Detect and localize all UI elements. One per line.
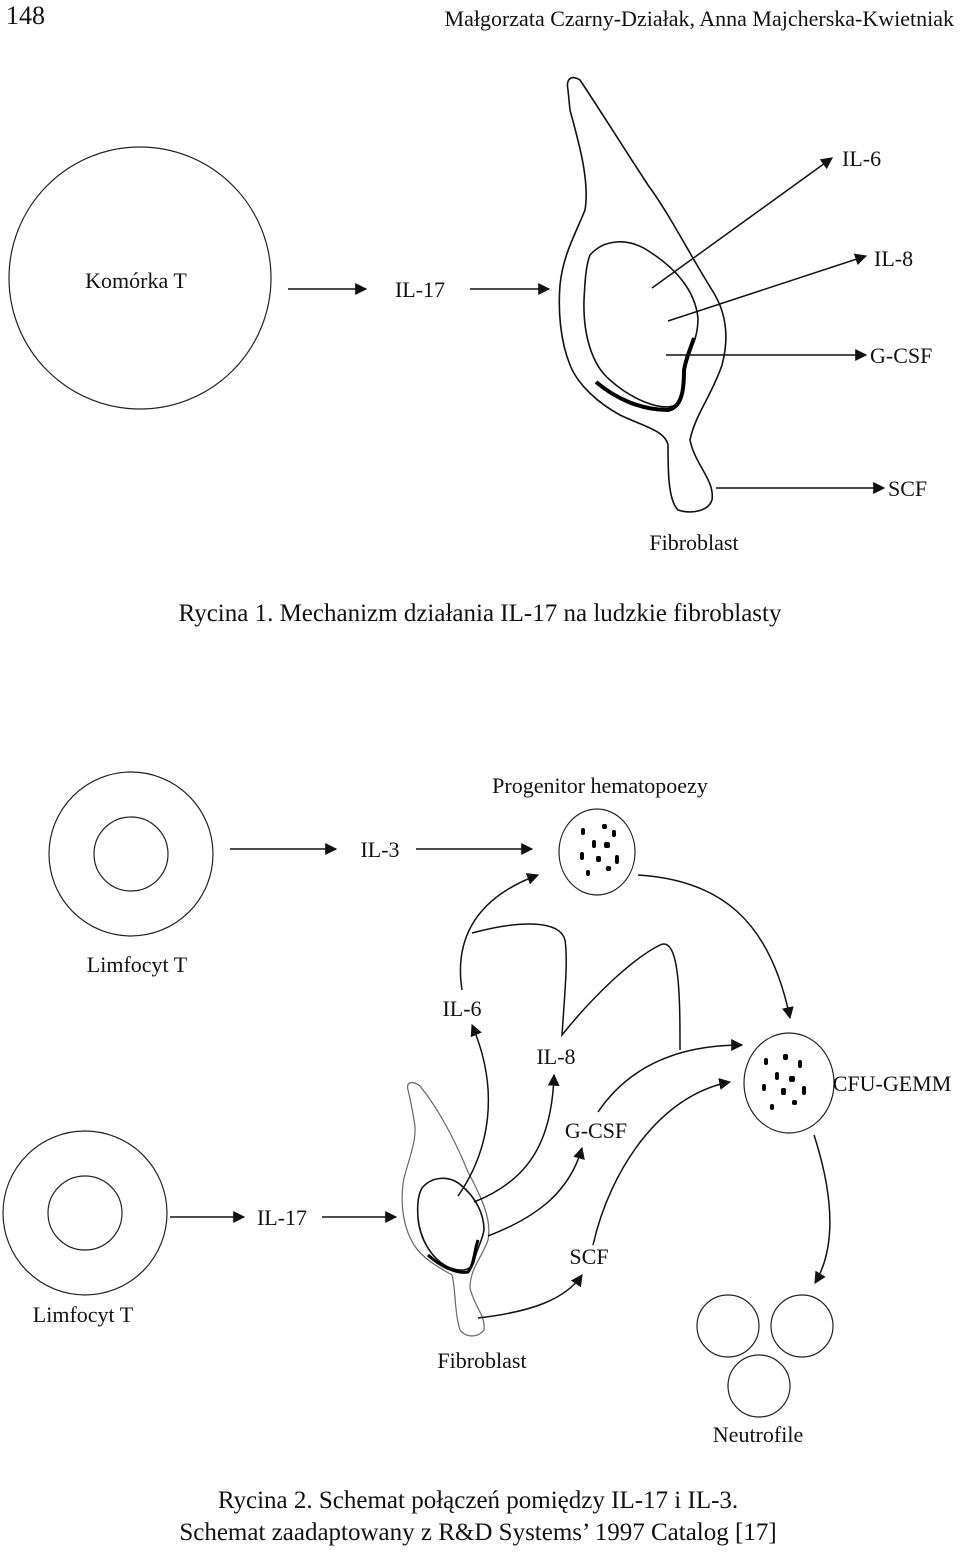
arrow-il8 xyxy=(667,253,868,322)
il8-loop-curve xyxy=(471,923,681,1051)
t-cell-circle xyxy=(8,146,272,410)
progenitor-cell xyxy=(558,808,636,896)
il17-label-fig2: IL-17 xyxy=(257,1205,307,1230)
fibroblast-label: Fibroblast xyxy=(649,530,738,555)
figure-2-caption-line2: Schemat zaadaptowany z R&D Systems’ 1997… xyxy=(179,1519,776,1546)
output-scf: SCF xyxy=(888,476,927,501)
arrow-il8-to-cfu xyxy=(597,1039,744,1113)
arrow-progenitor-to-cfu xyxy=(637,874,794,1020)
scf-label: SCF xyxy=(569,1244,608,1269)
il8-label: IL-8 xyxy=(536,1044,575,1069)
lymphocyte-bottom-nucleus xyxy=(47,1175,123,1251)
lymphocyte-bottom-label: Limfocyt T xyxy=(33,1302,134,1327)
running-header-authors: Małgorzata Czarny-Działak, Anna Majchers… xyxy=(445,6,954,31)
lymphocyte-bottom-outer xyxy=(2,1130,168,1296)
neutrophil-1 xyxy=(696,1294,760,1358)
lymphocyte-top-outer xyxy=(48,771,214,937)
figure-2: Progenitor hematopoezy Limfocyt T IL-3 I… xyxy=(2,771,952,1546)
output-il6: IL-6 xyxy=(842,146,881,171)
progenitor-label: Progenitor hematopoezy xyxy=(492,773,708,798)
lymphocyte-top-nucleus xyxy=(93,816,169,892)
il3-label: IL-3 xyxy=(360,837,399,862)
cfu-gemm-label: CFU-GEMM xyxy=(833,1071,952,1096)
figure-2-caption-line1: Rycina 2. Schemat połączeń pomiędzy IL-1… xyxy=(218,1487,738,1514)
t-cell-label: Komórka T xyxy=(85,268,187,293)
gcsf-label: G-CSF xyxy=(565,1118,627,1143)
arrow-scf-to-cfu xyxy=(592,1078,732,1246)
arrow-fibroblast-to-il6 xyxy=(457,1023,490,1197)
arrow-cfu-to-neutrophils xyxy=(813,1134,831,1285)
arrow-fibroblast-to-scf xyxy=(477,1274,583,1319)
fibroblast-cell-fig2 xyxy=(401,1081,490,1337)
neutrophils-label: Neutrofile xyxy=(713,1422,803,1447)
il6-label: IL-6 xyxy=(442,996,481,1021)
arrow-fibroblast-to-il8 xyxy=(473,1073,560,1203)
cfu-gemm-cell xyxy=(743,1032,835,1134)
fibroblast-label-fig2: Fibroblast xyxy=(437,1348,526,1373)
arrow-il6-to-progenitor xyxy=(459,873,540,991)
page-number: 148 xyxy=(6,1,45,30)
arrow-fibroblast-to-gcsf xyxy=(487,1146,585,1237)
output-gcsf: G-CSF xyxy=(870,343,932,368)
fibroblast-cell xyxy=(558,76,727,513)
output-il8: IL-8 xyxy=(874,246,913,271)
arrow-il6 xyxy=(651,157,833,289)
lymphocyte-top-label: Limfocyt T xyxy=(87,952,188,977)
neutrophil-2 xyxy=(770,1294,834,1358)
figure-1-caption: Rycina 1. Mechanizm działania IL-17 na l… xyxy=(179,600,782,627)
figure-1: Komórka T IL-17 Fibroblast IL-6 IL-8 G-C… xyxy=(8,76,932,627)
neutrophil-3 xyxy=(727,1354,791,1418)
il17-label: IL-17 xyxy=(395,277,445,302)
